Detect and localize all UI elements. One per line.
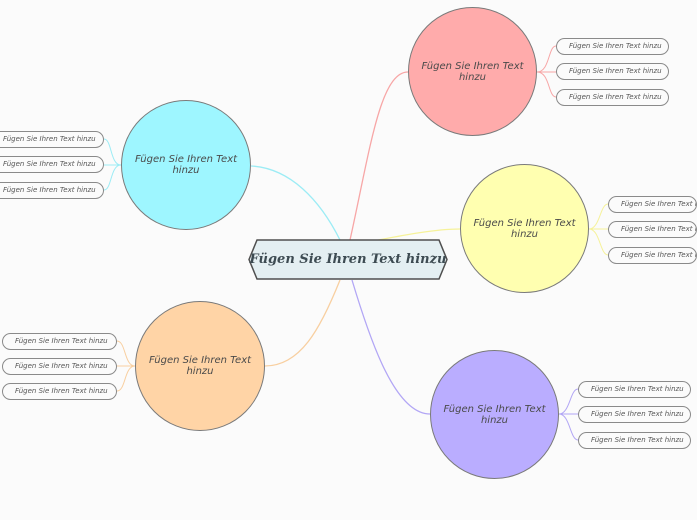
leaf-node-5-2[interactable]: Fügen Sie Ihren Text hinzu	[2, 358, 117, 375]
leaf-node-4-2[interactable]: Fügen Sie Ihren Text hinzu	[0, 156, 104, 173]
leaf-connectors-topic-5	[116, 340, 136, 392]
topic-bubble-2[interactable]: Fügen Sie Ihren Text hinzu	[460, 164, 589, 293]
leaf-node-3-3[interactable]: Fügen Sie Ihren Text hinzu	[578, 432, 691, 449]
leaf-node-2-2[interactable]: Fügen Sie Ihren Text hinzu	[608, 221, 697, 238]
topic-label-5: Fügen Sie Ihren Text hinzu	[148, 355, 252, 377]
leaf-node-1-3[interactable]: Fügen Sie Ihren Text hinzu	[556, 89, 669, 106]
topic-bubble-1[interactable]: Fügen Sie Ihren Text hinzu	[408, 7, 537, 136]
leaf-connectors-topic-3	[558, 388, 579, 441]
topic-label-2: Fügen Sie Ihren Text hinzu	[473, 217, 576, 240]
leaf-connectors-topic-1	[536, 45, 557, 98]
leaf-node-3-1[interactable]: Fügen Sie Ihren Text hinzu	[578, 381, 691, 398]
leaf-node-1-1[interactable]: Fügen Sie Ihren Text hinzu	[556, 38, 669, 55]
leaf-node-4-3[interactable]: Fügen Sie Ihren Text hinzu	[0, 182, 104, 199]
topic-bubble-3[interactable]: Fügen Sie Ihren Text hinzu	[430, 350, 559, 479]
leaf-node-2-1[interactable]: Fügen Sie Ihren Text hinzu	[608, 196, 697, 213]
connector-topic-1	[349, 71, 409, 241]
central-topic[interactable]: Fügen Sie Ihren Text hinzu	[249, 252, 447, 267]
connector-topic-5	[264, 279, 341, 367]
leaf-connectors-topic-2	[588, 203, 609, 256]
topic-bubble-5[interactable]: Fügen Sie Ihren Text hinzu	[135, 301, 265, 431]
topic-label-3: Fügen Sie Ihren Text hinzu	[443, 403, 546, 426]
topic-label-4: Fügen Sie Ihren Text hinzu	[134, 154, 238, 176]
leaf-node-1-2[interactable]: Fügen Sie Ihren Text hinzu	[556, 63, 669, 80]
connector-topic-4	[250, 165, 341, 241]
topic-label-1: Fügen Sie Ihren Text hinzu	[421, 60, 524, 83]
leaf-connectors-topic-4	[103, 138, 122, 191]
leaf-node-4-1[interactable]: Fügen Sie Ihren Text hinzu	[0, 131, 104, 148]
leaf-node-5-1[interactable]: Fügen Sie Ihren Text hinzu	[2, 333, 117, 350]
leaf-node-2-3[interactable]: Fügen Sie Ihren Text hinzu	[608, 247, 697, 264]
topic-bubble-4[interactable]: Fügen Sie Ihren Text hinzu	[121, 100, 251, 230]
leaf-node-5-3[interactable]: Fügen Sie Ihren Text hinzu	[2, 383, 117, 400]
leaf-node-3-2[interactable]: Fügen Sie Ihren Text hinzu	[578, 406, 691, 423]
connector-topic-3	[351, 279, 431, 415]
